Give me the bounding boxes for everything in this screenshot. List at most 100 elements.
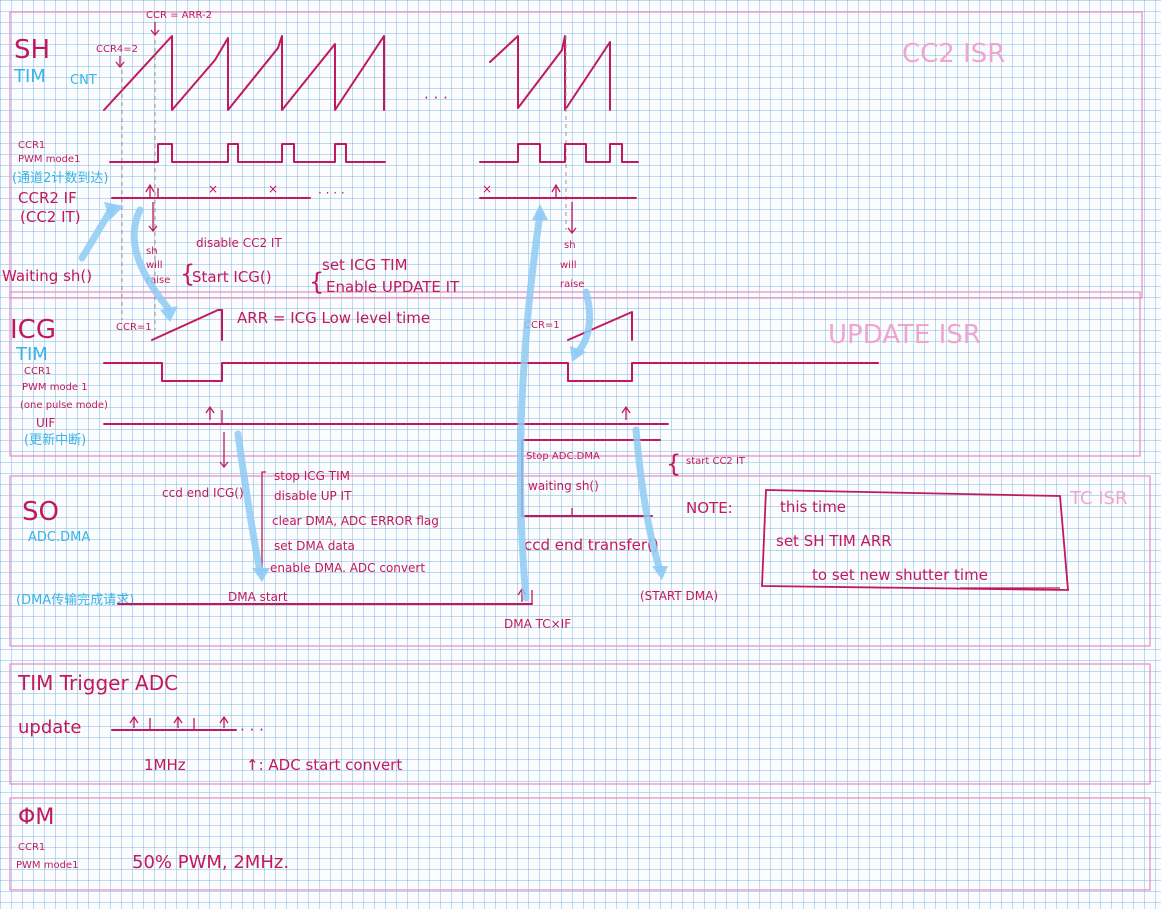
- tim-adc-update-label: update: [18, 717, 81, 738]
- note-line-2: set SH TIM ARR: [776, 532, 892, 550]
- sh-ccr2if-ellipsis: · · · ·: [318, 186, 345, 200]
- sh-will-raise-2b: will: [560, 260, 577, 271]
- sh-ccr2if-flag-2: [551, 183, 561, 198]
- sh-counter-sawtooth-1: [103, 35, 385, 111]
- icg-to-so-arrow: [219, 432, 229, 469]
- icg-counter-ramp-2: [567, 311, 633, 341]
- so-ccd-end-icg: ccd end ICG(): [162, 486, 244, 500]
- sh-channel-note: (通道2计数到达): [12, 171, 108, 186]
- so-title: SO: [22, 497, 59, 527]
- sh-ccr2if-cancel-2: ×: [268, 182, 278, 196]
- icg-ccr-1-annotation: CCR=1: [116, 322, 152, 333]
- sh-ccr2if-label: CCR2 IF: [18, 189, 77, 207]
- icg-pwm-waveform: [103, 362, 879, 382]
- flow-arrow-cc2-to-icg: [130, 206, 172, 312]
- sh-cc2it-label: (CC2 IT): [20, 208, 81, 226]
- so-start-cc2-brace: {: [666, 450, 681, 478]
- sh-ccr-2-arrow: [115, 56, 125, 69]
- icg-counter-ramp-1: [151, 309, 223, 341]
- icg-uif-flag-2: [621, 405, 631, 420]
- sh-section-box: [9, 11, 1143, 299]
- sh-isr-brace-2: {: [309, 268, 324, 296]
- so-update-isr-bracket: [261, 471, 266, 571]
- tim-adc-update-pulses: [129, 715, 229, 730]
- phim-pwm-mode-label: PWM mode1: [16, 860, 78, 871]
- so-stop-adc-dma: Stop ADC.DMA: [526, 451, 600, 462]
- note-line-1: this time: [780, 498, 846, 516]
- sh-tim-label: TIM: [13, 66, 46, 87]
- note-line-3: to set new shutter time: [812, 566, 988, 584]
- tc-isr-label: TC ISR: [1069, 488, 1127, 509]
- so-update-step-1: stop ICG TIM: [274, 469, 350, 483]
- sh-isr-set-icg: set ICG TIM: [322, 256, 408, 274]
- phim-ccr1-label: CCR1: [18, 842, 45, 853]
- sh-isr-start-icg: Start ICG(): [192, 268, 272, 286]
- sh-isr-brace-1: {: [180, 260, 195, 288]
- flow-arrow-uif-to-start-dma: [632, 426, 664, 574]
- so-waiting-sh: waiting sh(): [528, 479, 599, 493]
- flow-arrowhead-2: [160, 306, 178, 322]
- sh-pwm-waveform-2: [479, 143, 639, 163]
- tim-adc-ellipsis: · · ·: [240, 721, 264, 739]
- update-isr-label: UPDATE ISR: [828, 320, 981, 350]
- so-update-step-5: enable DMA. ADC convert: [270, 561, 425, 575]
- flow-arrowhead-1: [104, 202, 124, 220]
- sh-counter-ellipsis: · · ·: [424, 89, 448, 107]
- flow-arrow-tc-to-cc2: [516, 210, 544, 602]
- sh-isr-disable-cc2it: disable CC2 IT: [196, 236, 282, 250]
- sh-ccr-arr-arrow: [150, 22, 160, 37]
- icg-ccr1-label: CCR1: [24, 366, 51, 377]
- icg-uif-flag-1: [205, 405, 215, 420]
- sh-ccr-2-annotation: CCR4=2: [96, 44, 138, 55]
- sh-ccr2if-cancel-1: ×: [208, 182, 218, 196]
- cc2-isr-label: CC2 ISR: [902, 39, 1005, 69]
- icg-arr-note: ARR = ICG Low level time: [237, 309, 430, 327]
- phim-section-box: [9, 797, 1151, 891]
- flow-arrowhead-4: [532, 204, 548, 220]
- sh-ccr2if-cancel-3: ×: [482, 182, 492, 196]
- icg-one-pulse-label: (one pulse mode): [20, 400, 108, 411]
- so-update-step-3: clear DMA, ADC ERROR flag: [272, 514, 439, 528]
- icg-uif-label: UIF: [36, 416, 55, 430]
- icg-ccr-1-annotation-2: CCR=1: [524, 320, 560, 331]
- so-dma-note: (DMA传输完成请求): [16, 592, 134, 608]
- sh-counter-sawtooth-2: [489, 35, 611, 111]
- sh-ccr1-label: CCR1: [18, 140, 45, 151]
- note-box: [761, 489, 1069, 591]
- flow-arrow-cc2-to-icg-2: [574, 288, 594, 356]
- icg-section-box: [9, 291, 1141, 457]
- so-dma-tcxif: DMA TC×IF: [504, 617, 571, 631]
- sh-will-raise-1b: will: [146, 260, 163, 271]
- phim-description: 50% PWM, 2MHz.: [132, 852, 289, 873]
- phim-title: ΦM: [18, 805, 54, 830]
- so-section-box: [9, 475, 1151, 647]
- so-start-dma: (START DMA): [640, 589, 718, 603]
- tim-adc-section-box: [9, 663, 1151, 785]
- flow-arrow-waiting-to-cc2: [78, 204, 116, 262]
- note-label: NOTE:: [686, 499, 733, 517]
- sh-pwm-waveform-1: [109, 143, 386, 163]
- so-start-cc2it: start CC2 IT: [686, 456, 746, 467]
- sh-ccr-arr-annotation: CCR = ARR-2: [146, 10, 212, 21]
- icg-title: ICG: [10, 315, 56, 345]
- flow-arrowhead-3: [252, 568, 270, 582]
- waiting-sh-label: Waiting sh(): [2, 267, 92, 285]
- tim-adc-title: TIM Trigger ADC: [17, 671, 178, 695]
- sh-raise-arrow-1: [148, 202, 158, 233]
- sh-pwm-mode-label: PWM mode1: [18, 154, 80, 165]
- flow-arrowhead-5: [570, 346, 586, 362]
- icg-tim-label: TIM: [15, 344, 48, 365]
- sh-title: SH: [14, 35, 50, 65]
- flow-arrowhead-6: [652, 566, 668, 580]
- sh-raise-arrow-2: [567, 202, 577, 235]
- tim-adc-legend: ↑: ADC start convert: [246, 756, 402, 774]
- sh-will-raise-1c: raise: [146, 275, 170, 286]
- sh-ccr2if-flag-1: [145, 183, 155, 198]
- so-adc-dma-label: ADC.DMA: [28, 530, 90, 545]
- so-dma-start: DMA start: [228, 590, 288, 604]
- sh-will-raise-2c: raise: [560, 279, 584, 290]
- so-ccd-end-transfer: ccd end transfer(): [524, 536, 659, 554]
- sh-cnt-label: CNT: [70, 73, 97, 88]
